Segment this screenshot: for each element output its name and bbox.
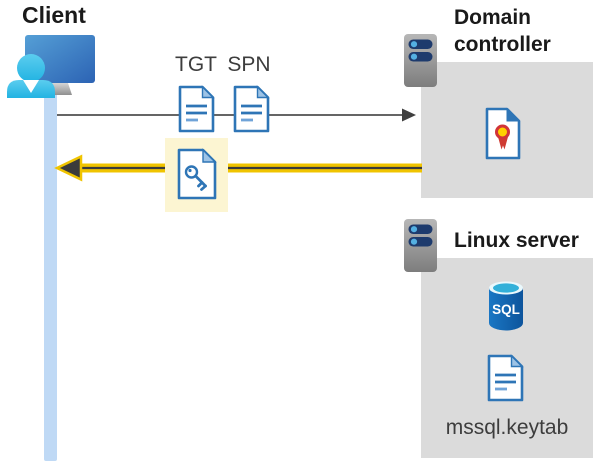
linux-server-label: Linux server: [454, 229, 579, 252]
key-document-icon: [177, 148, 217, 200]
keytab-filename-label: mssql.keytab: [445, 416, 569, 439]
client-label: Client: [22, 2, 86, 28]
user-shape: [7, 54, 55, 98]
spn-document-icon: [233, 85, 270, 133]
response-arrow: [54, 154, 422, 182]
tgt-label: TGT: [175, 53, 217, 76]
keytab-document-icon: [487, 354, 524, 402]
client-computer-icon: [7, 35, 95, 98]
certificate-icon: [485, 107, 521, 160]
sql-database-icon: SQL: [489, 281, 523, 331]
client-timeline-bar: [44, 92, 57, 461]
domain-controller-server-icon: [404, 34, 437, 87]
linux-server-icon: [404, 219, 437, 272]
spn-label: SPN: [227, 53, 271, 76]
seal-shape: [495, 124, 510, 140]
domain-controller-label: Domain controller: [454, 6, 551, 56]
sql-label: SQL: [492, 302, 520, 317]
tgt-document-icon: [178, 85, 215, 133]
